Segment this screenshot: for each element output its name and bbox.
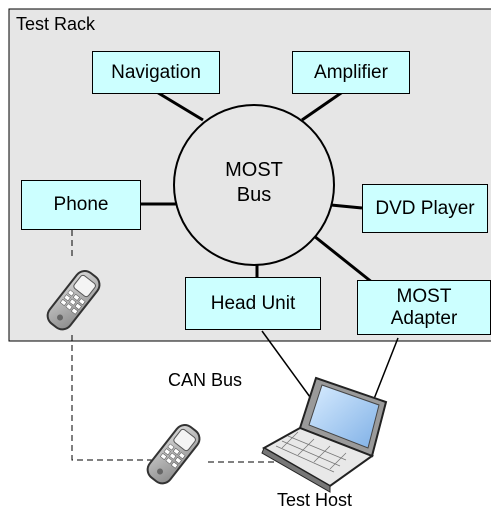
link-navigation — [154, 89, 204, 122]
node-amplifier[interactable]: Amplifier — [292, 51, 410, 94]
test-rack-title: Test Rack — [16, 14, 96, 34]
node-most-adapter[interactable]: MOST Adapter — [357, 280, 491, 335]
laptop-icon — [261, 376, 388, 493]
node-head-unit[interactable]: Head Unit — [185, 277, 321, 330]
node-phone[interactable]: Phone — [21, 180, 141, 230]
most-bus-label: MOST Bus — [204, 158, 304, 208]
can-bus-label: CAN Bus — [168, 370, 243, 390]
most-bus-line1: MOST — [225, 159, 283, 181]
most-bus-circle — [173, 104, 335, 266]
node-navigation[interactable]: Navigation — [92, 51, 220, 94]
link-dvd-player — [330, 203, 363, 210]
phone-wireless-link-host — [71, 335, 162, 461]
most-bus-line2: Bus — [236, 184, 272, 206]
link-adapter-laptop — [371, 337, 399, 405]
mobile-phone-icon — [46, 270, 101, 331]
mobile-phone-host-icon — [146, 424, 201, 485]
most-adapter-line2: Adapter — [390, 307, 458, 329]
node-dvd-player[interactable]: DVD Player — [362, 184, 488, 233]
test-host-label: Test Host — [277, 490, 353, 510]
link-amplifier — [301, 89, 345, 122]
most-adapter-line1: MOST — [396, 285, 452, 307]
link-head-unit-laptop — [261, 330, 311, 398]
